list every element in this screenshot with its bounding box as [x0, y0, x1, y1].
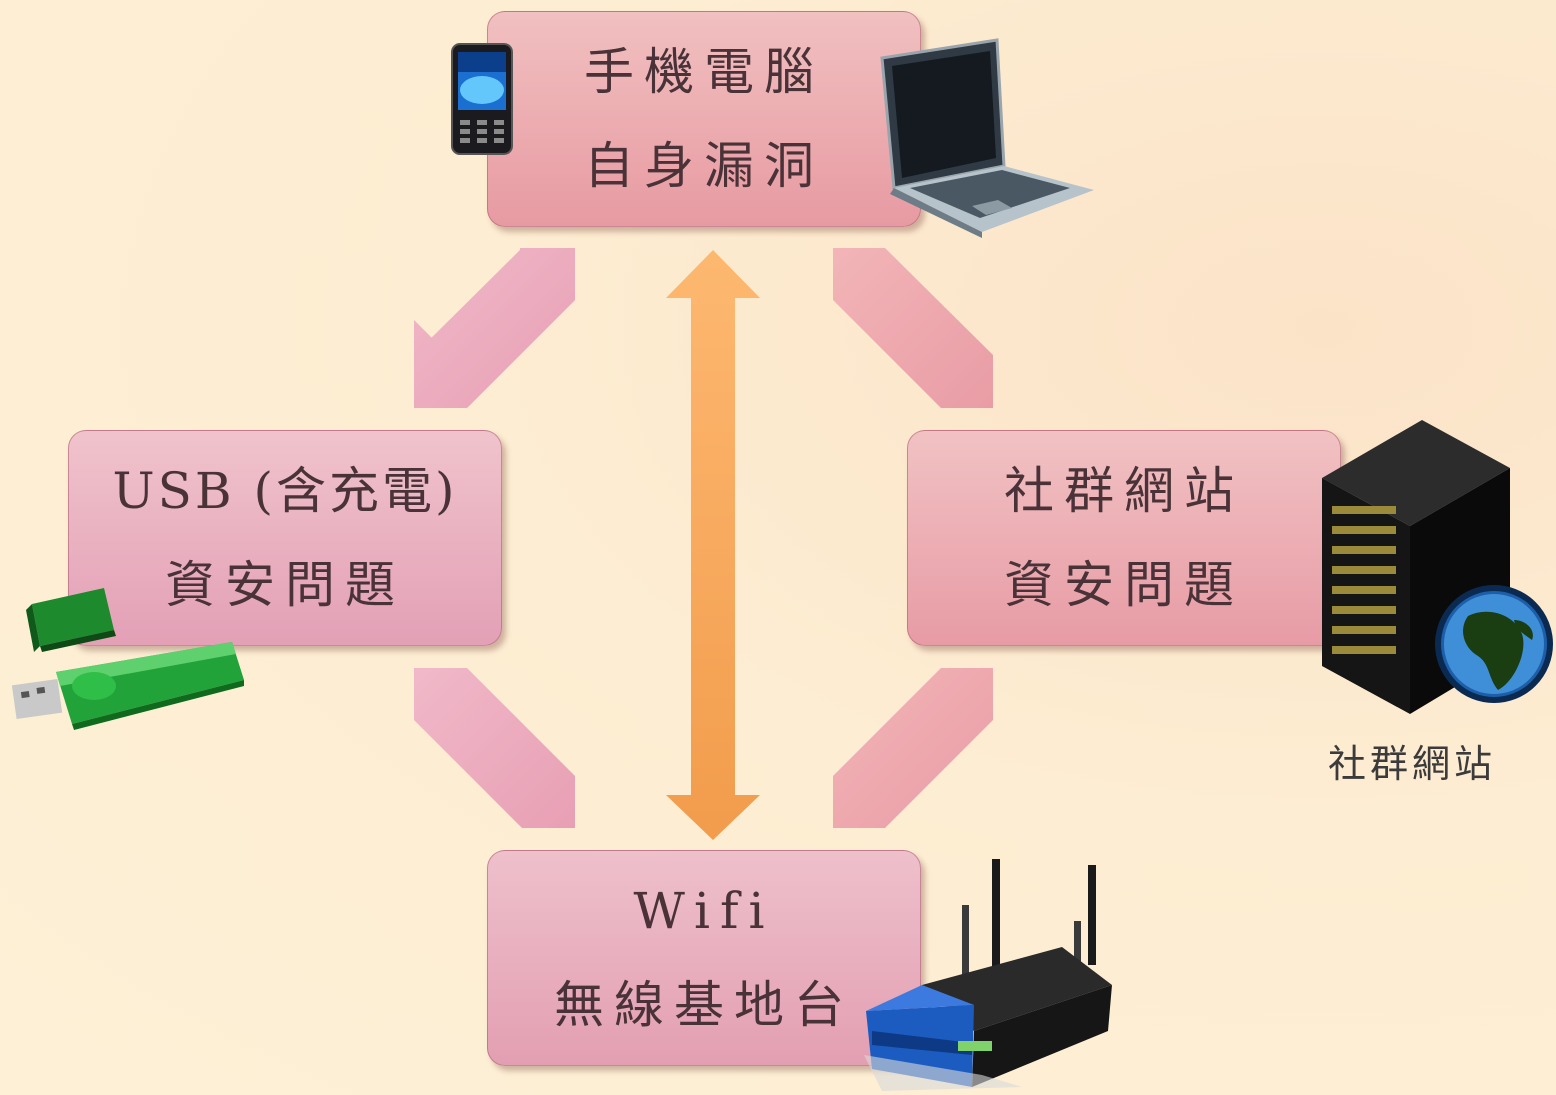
arrow-top-left — [414, 248, 575, 408]
node-social-network-security: 社群網站 資安問題 — [907, 430, 1341, 646]
laptop-icon — [880, 38, 1094, 238]
arrow-bottom-right — [833, 668, 993, 828]
arrow-vertical — [666, 250, 760, 840]
node-bottom-line2: 無線基地台 — [554, 976, 854, 1034]
node-device-vulnerability: 手機電腦 自身漏洞 — [487, 11, 921, 227]
wifi-router-icon — [864, 859, 1112, 1091]
node-bottom-line1: Wifi — [633, 882, 775, 940]
server-caption: 社群網站 — [1328, 742, 1497, 786]
node-usb-security: USB (含充電) 資安問題 — [68, 430, 502, 646]
server-globe-icon — [1322, 420, 1553, 714]
node-wifi-base-station: Wifi 無線基地台 — [487, 850, 921, 1066]
node-right-line2: 資安問題 — [1004, 556, 1244, 614]
usb-drive-icon — [12, 588, 244, 730]
node-top-line2: 自身漏洞 — [584, 137, 824, 195]
arrow-top-right — [833, 248, 993, 408]
node-left-line1: USB (含充電) — [112, 462, 458, 520]
mobile-phone-icon — [451, 43, 513, 155]
node-left-line2: 資安問題 — [165, 556, 405, 614]
node-right-line1: 社群網站 — [1004, 462, 1244, 520]
arrow-bottom-left — [414, 668, 575, 828]
node-top-line1: 手機電腦 — [584, 43, 824, 101]
